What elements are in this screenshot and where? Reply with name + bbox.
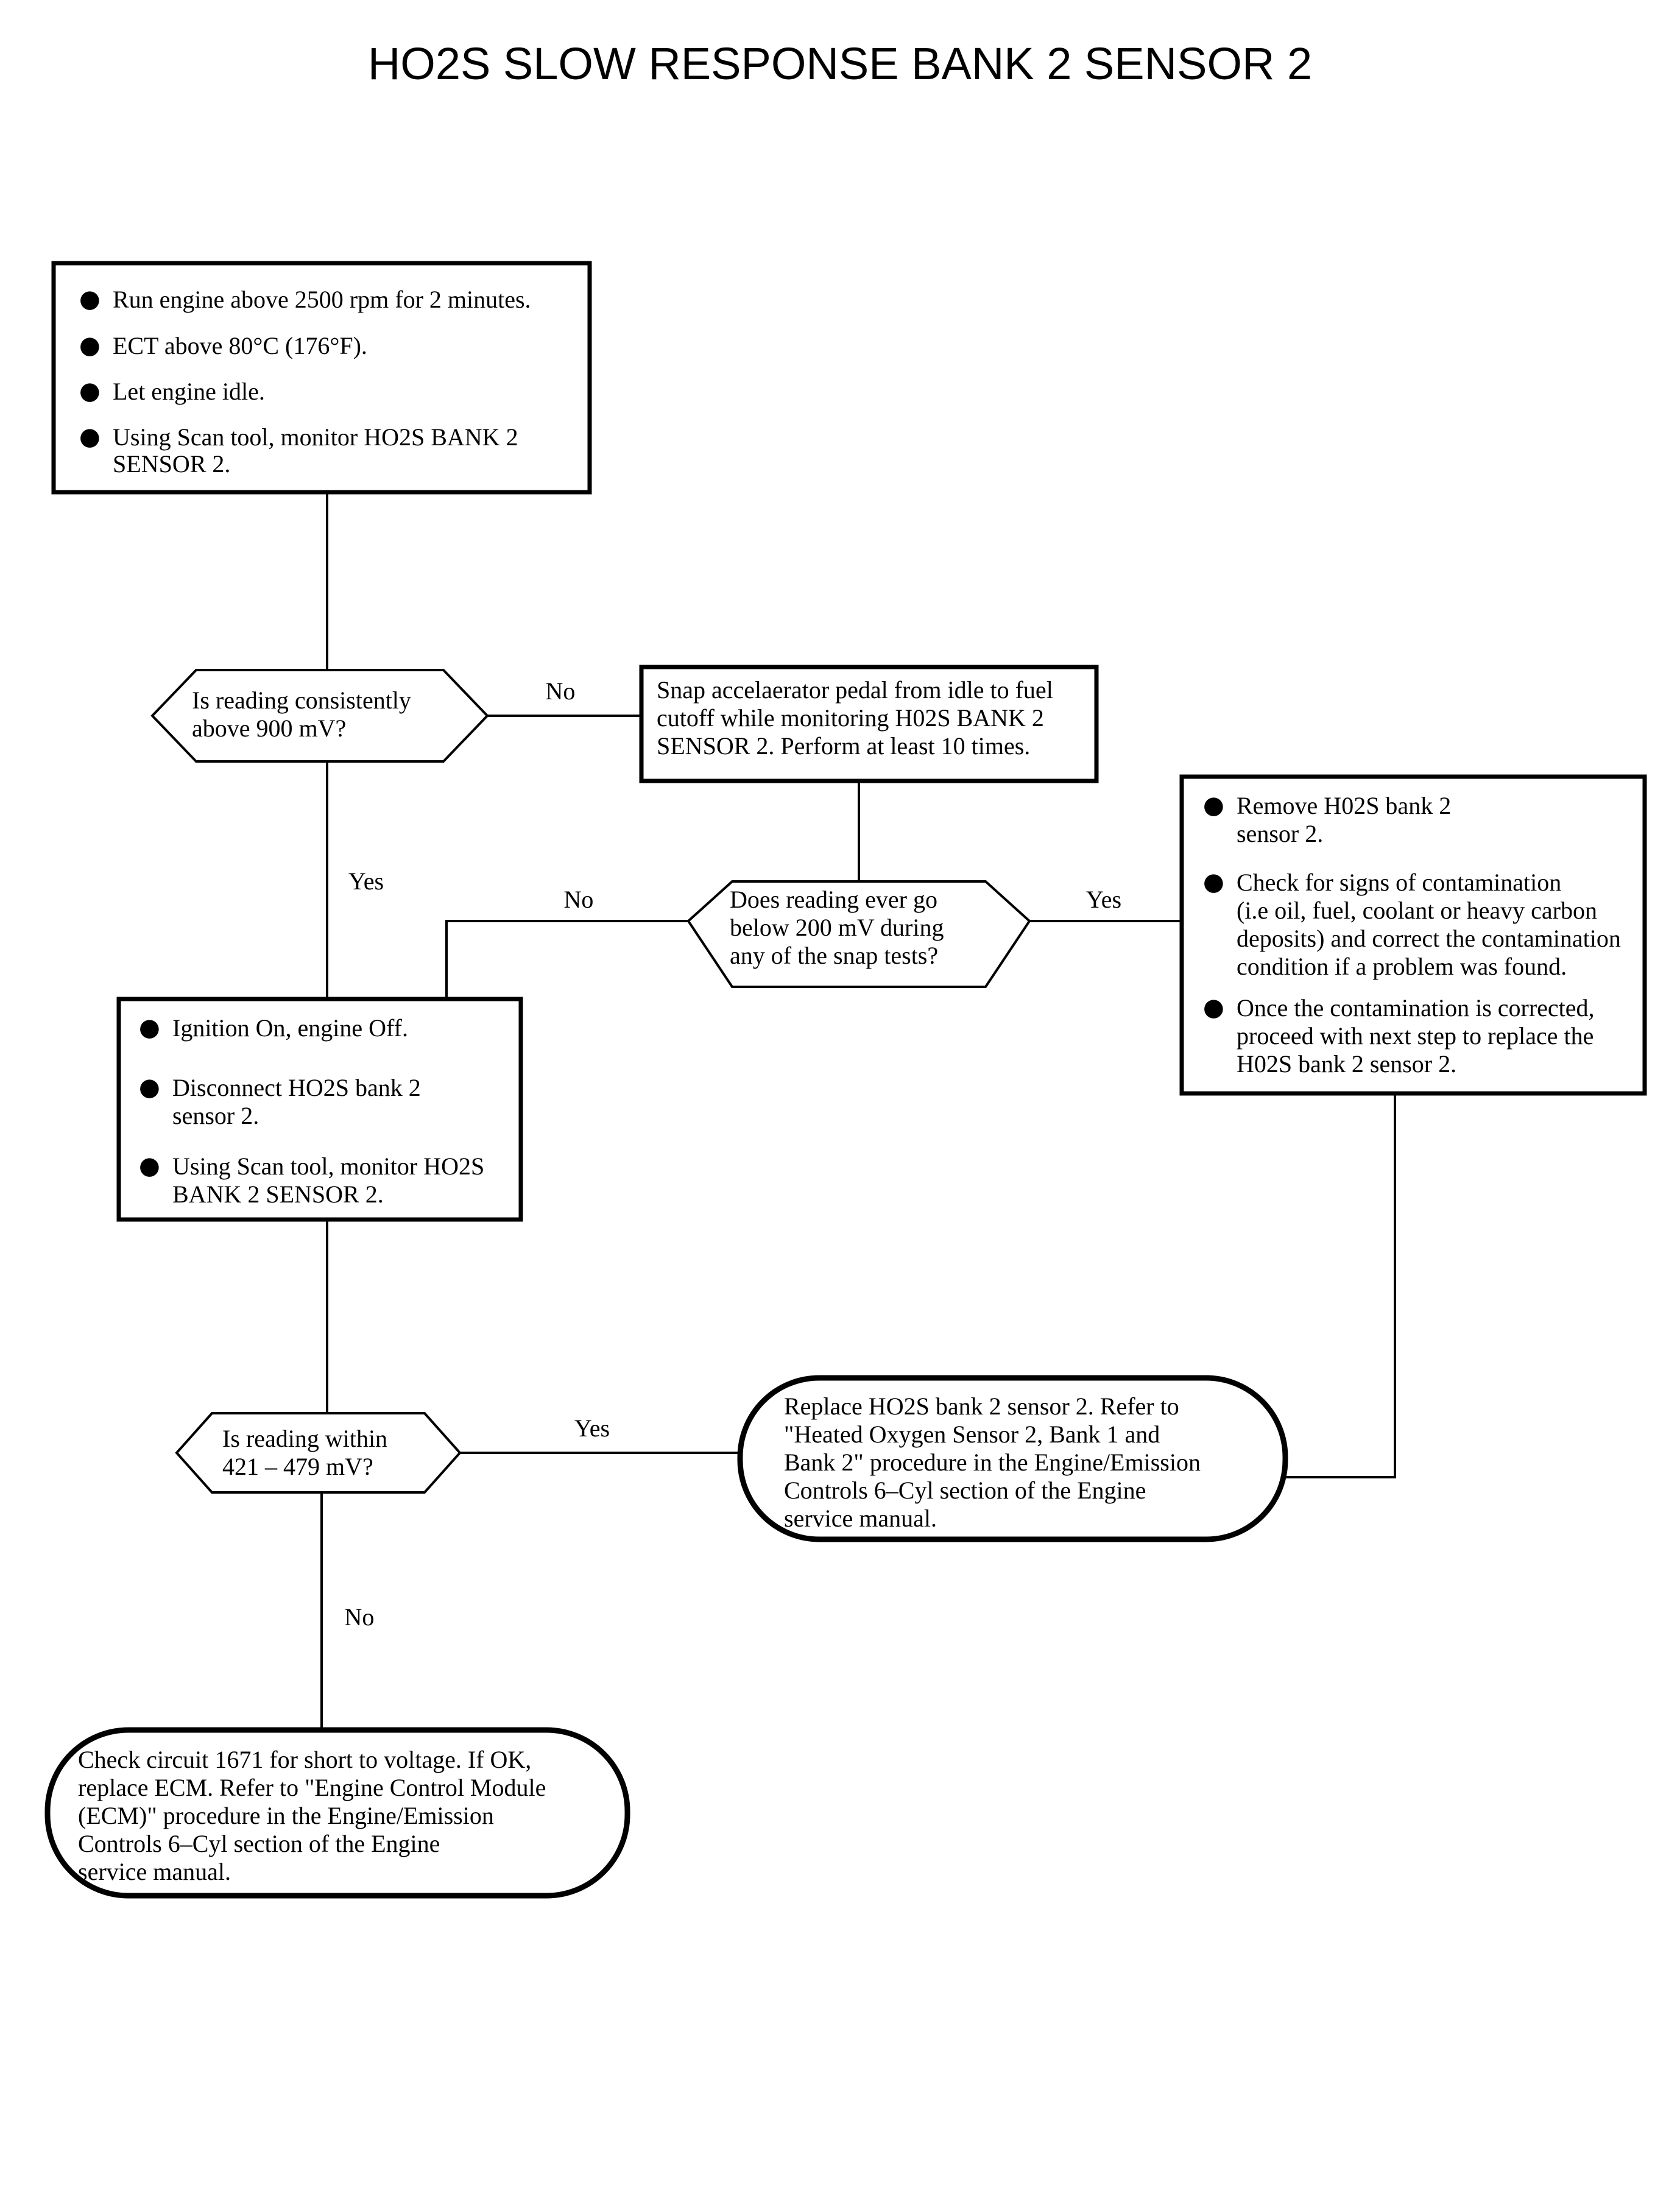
ignition-bullet-2-line-1: Disconnect HO2S bank 2 xyxy=(172,1074,421,1101)
bullet-icon: ● xyxy=(79,423,101,451)
replace-box-outline xyxy=(737,1375,1288,1542)
ecm-line-5: service manual. xyxy=(78,1858,231,1885)
ecm-line-4: Controls 6–Cyl section of the Engine xyxy=(78,1830,440,1857)
q1-line-2: above 900 mV? xyxy=(192,715,346,742)
contamination-bullet-2-line-2: (i.e oil, fuel, coolant or heavy carbon xyxy=(1237,897,1597,924)
setup-bullet-1-line-1: Run engine above 2500 rpm for 2 minutes. xyxy=(113,286,531,313)
snap-box-outline xyxy=(639,665,1099,783)
bullet-icon: ● xyxy=(139,1152,160,1180)
edge-label-q3-no: No xyxy=(345,1603,375,1631)
q1-hexagon-outline xyxy=(150,669,489,763)
connector-q2-no-to-ignition xyxy=(445,920,688,999)
node-decision-reading-within-421-479mv[interactable]: Is reading within 421 – 479 mV? xyxy=(175,1412,462,1494)
bullet-icon: ● xyxy=(79,285,101,313)
bullet-icon: ● xyxy=(139,1073,160,1101)
setup-box-outline xyxy=(51,261,592,495)
node-ignition-disconnect[interactable]: ● Ignition On, engine Off. ● Disconnect … xyxy=(116,997,523,1222)
connector-contamination-to-replace xyxy=(1285,1093,1396,1478)
bullet-icon: ● xyxy=(1203,868,1224,896)
snap-line-2: cutoff while monitoring H02S BANK 2 xyxy=(657,704,1044,732)
edge-label-q2-no: No xyxy=(564,886,594,913)
contamination-bullet-3-line-3: H02S bank 2 sensor 2. xyxy=(1237,1050,1456,1078)
q2-line-2: below 200 mV during xyxy=(730,914,944,941)
ignition-bullet-2-line-2: sensor 2. xyxy=(172,1102,259,1129)
connector-layer xyxy=(320,492,1396,1730)
contamination-bullet-2-line-3: deposits) and correct the contamination xyxy=(1237,925,1621,952)
q2-line-1: Does reading ever go xyxy=(730,886,937,913)
node-check-circuit-ecm-terminal[interactable]: Check circuit 1671 for short to voltage.… xyxy=(44,1727,630,1899)
contamination-bullet-2-line-1: Check for signs of contamination xyxy=(1237,869,1561,896)
ignition-bullet-1-line-1: Ignition On, engine Off. xyxy=(172,1014,408,1042)
snap-line-1: Snap accelaerator pedal from idle to fue… xyxy=(657,676,1053,704)
node-decision-reading-above-900mv[interactable]: Is reading consistently above 900 mV? xyxy=(150,669,489,763)
q3-line-1: Is reading within xyxy=(222,1425,387,1452)
node-setup-conditions[interactable]: ● Run engine above 2500 rpm for 2 minute… xyxy=(51,261,592,495)
node-contamination-check[interactable]: ● Remove H02S bank 2 sensor 2. ● Check f… xyxy=(1179,774,1647,1096)
setup-bullet-3-line-1: Let engine idle. xyxy=(113,378,265,405)
replace-line-3: Bank 2" procedure in the Engine/Emission xyxy=(784,1449,1201,1476)
page-title: HO2S SLOW RESPONSE BANK 2 SENSOR 2 xyxy=(368,38,1312,89)
ecm-box-outline xyxy=(44,1727,630,1899)
snap-line-3: SENSOR 2. Perform at least 10 times. xyxy=(657,732,1030,760)
bullet-icon: ● xyxy=(1203,994,1224,1022)
contamination-box-outline xyxy=(1179,774,1647,1096)
q3-line-2: 421 – 479 mV? xyxy=(222,1453,373,1480)
q2-line-3: any of the snap tests? xyxy=(730,942,938,969)
contamination-bullet-2-line-4: condition if a problem was found. xyxy=(1237,953,1567,980)
replace-line-2: "Heated Oxygen Sensor 2, Bank 1 and xyxy=(784,1421,1160,1448)
ignition-bullet-3-line-1: Using Scan tool, monitor HO2S xyxy=(172,1153,484,1180)
setup-bullet-4-line-1: Using Scan tool, monitor HO2S BANK 2 xyxy=(113,423,518,451)
replace-line-1: Replace HO2S bank 2 sensor 2. Refer to xyxy=(784,1393,1179,1420)
node-snap-accelerator-test[interactable]: Snap accelaerator pedal from idle to fue… xyxy=(639,665,1099,783)
setup-bullet-2-line-1: ECT above 80°C (176°F). xyxy=(113,332,367,359)
replace-line-5: service manual. xyxy=(784,1505,937,1532)
ecm-line-2: replace ECM. Refer to "Engine Control Mo… xyxy=(78,1774,546,1801)
setup-bullet-4-line-2: SENSOR 2. xyxy=(113,450,230,478)
node-replace-sensor-terminal[interactable]: Replace HO2S bank 2 sensor 2. Refer to "… xyxy=(737,1375,1288,1542)
edge-label-q2-yes: Yes xyxy=(1086,886,1121,913)
q3-hexagon-outline xyxy=(175,1412,462,1494)
ignition-box-outline xyxy=(116,997,523,1222)
edge-label-q1-no: No xyxy=(546,677,576,705)
edge-label-q1-yes: Yes xyxy=(348,867,384,895)
ecm-line-3: (ECM)" procedure in the Engine/Emission xyxy=(78,1802,494,1829)
edge-label-q3-yes: Yes xyxy=(574,1414,610,1442)
contamination-bullet-3-line-2: proceed with next step to replace the xyxy=(1237,1022,1594,1050)
contamination-bullet-1-line-1: Remove H02S bank 2 xyxy=(1237,792,1451,819)
replace-line-4: Controls 6–Cyl section of the Engine xyxy=(784,1477,1146,1504)
contamination-bullet-3-line-1: Once the contamination is corrected, xyxy=(1237,994,1595,1022)
node-decision-reading-below-200mv[interactable]: Does reading ever go below 200 mV during… xyxy=(686,880,1031,988)
contamination-bullet-1-line-2: sensor 2. xyxy=(1237,820,1323,847)
bullet-icon: ● xyxy=(79,331,101,359)
bullet-icon: ● xyxy=(79,377,101,405)
edge-label-layer: No Yes Yes No Yes No xyxy=(345,677,1122,1631)
bullet-icon: ● xyxy=(1203,791,1224,819)
ecm-line-1: Check circuit 1671 for short to voltage.… xyxy=(78,1746,531,1773)
q1-line-1: Is reading consistently xyxy=(192,687,411,714)
ignition-bullet-3-line-2: BANK 2 SENSOR 2. xyxy=(172,1181,384,1208)
q2-hexagon-outline xyxy=(686,880,1031,988)
bullet-icon: ● xyxy=(139,1014,160,1042)
